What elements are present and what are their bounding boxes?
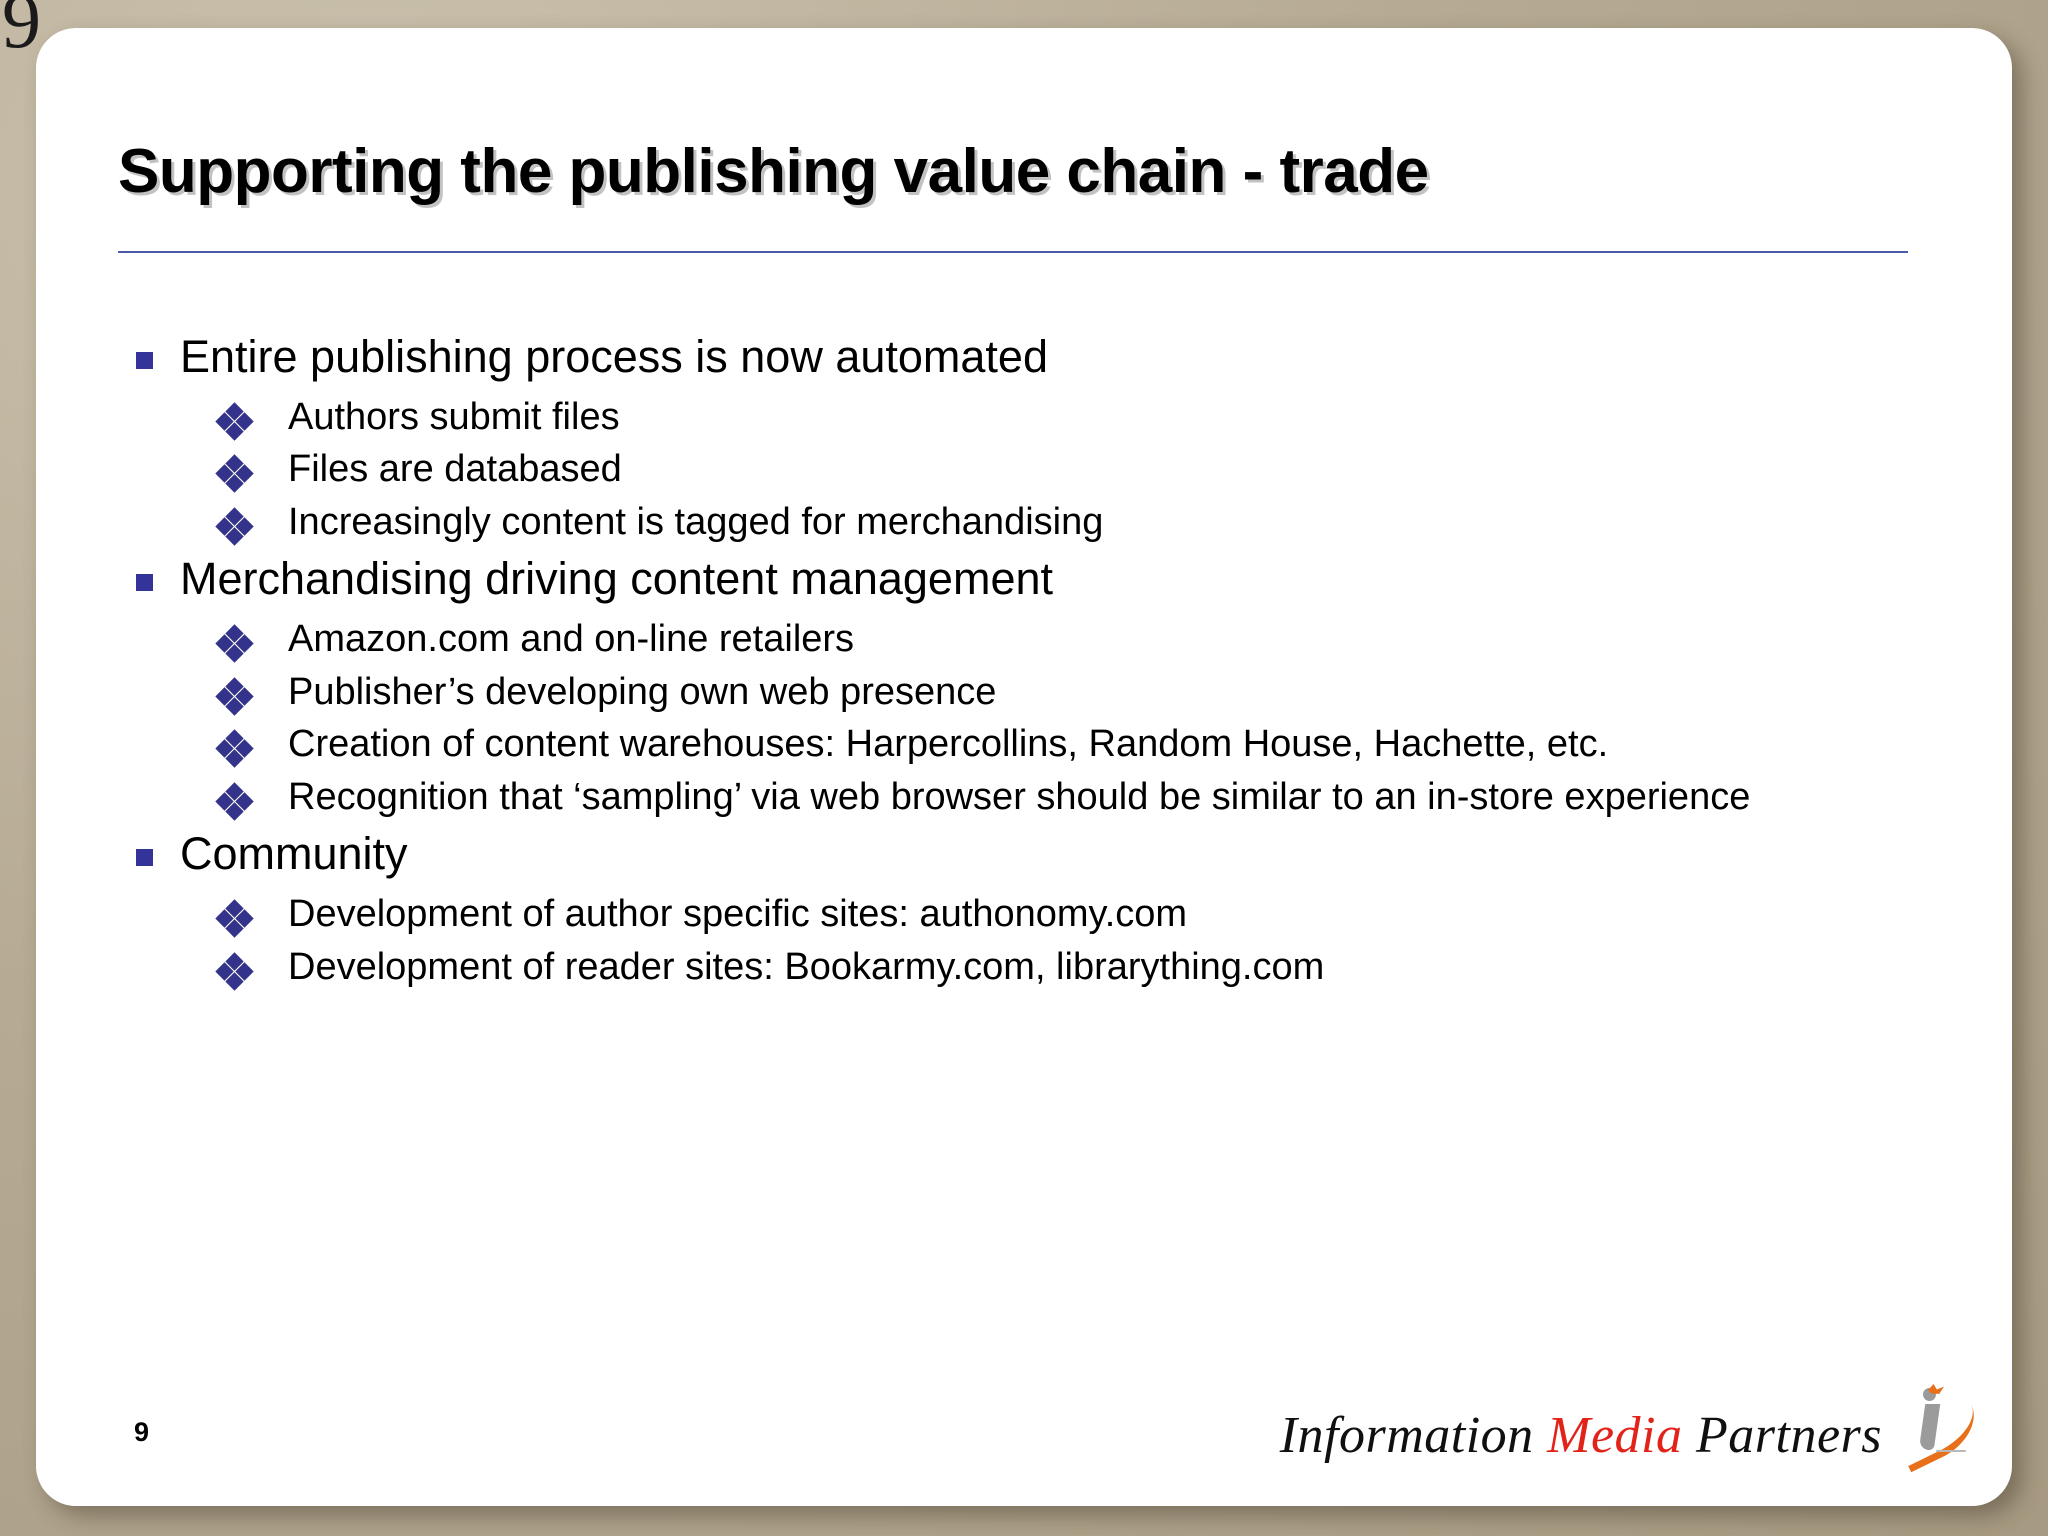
logo-word-information: Information [1279, 1407, 1534, 1464]
diamond-bullet-icon [118, 720, 288, 768]
bullet-item-level2: Authors submit files [118, 393, 1948, 444]
logo-word-media: Media [1547, 1407, 1683, 1464]
square-bullet-glyph [136, 574, 153, 592]
bullet-item-level2: Development of reader sites: Bookarmy.co… [118, 943, 1948, 994]
bullet-item-level2: Files are databased [118, 445, 1948, 496]
square-bullet-icon [118, 550, 180, 592]
bullet-text: Merchandising driving content management [180, 553, 1053, 605]
diamond-cluster-glyph [215, 624, 254, 663]
diamond-bullet-icon [118, 393, 288, 441]
logo-i-swoosh-icon [1885, 1382, 1987, 1473]
bullet-item-level1: Community [118, 825, 1948, 886]
slide-page-number: 9 [134, 1417, 150, 1447]
bleed-page-glyph: 9 [2, 0, 41, 64]
diamond-bullet-icon [118, 773, 288, 821]
bullet-text: Development of author specific sites: au… [288, 892, 1188, 935]
logo-space-2 [1683, 1407, 1697, 1464]
bullet-item-level2: Publisher’s developing own web presence [118, 668, 1948, 719]
square-bullet-icon [118, 328, 180, 369]
bullet-item-level1: Entire publishing process is now automat… [118, 328, 1948, 389]
bullet-text: Authors submit files [288, 395, 620, 438]
diamond-bullet-icon [118, 890, 288, 938]
bullet-text: Development of reader sites: Bookarmy.co… [288, 945, 1325, 988]
bullet-text: Amazon.com and on-line retailers [288, 617, 855, 660]
diamond-cluster-glyph [215, 507, 254, 546]
logo-swoosh-stroke [1885, 1382, 1987, 1473]
diamond-bullet-icon [118, 615, 288, 663]
bullet-text: Files are databased [288, 448, 622, 491]
logo-space-1 [1534, 1407, 1548, 1464]
diamond-cluster-glyph [215, 951, 254, 991]
slide-content-area: Supporting the publishing value chain - … [36, 28, 2012, 1506]
diamond-cluster-glyph [215, 729, 254, 768]
logo-spark-accent [1928, 1384, 1944, 1394]
slide-canvas: Supporting the publishing value chain - … [36, 28, 2012, 1506]
diamond-cluster-glyph [215, 401, 254, 441]
diamond-bullet-icon [118, 668, 288, 716]
diamond-cluster-glyph [215, 454, 254, 493]
bullet-list: Entire publishing process is now automat… [118, 328, 1948, 995]
bullet-item-level2: Amazon.com and on-line retailers [118, 615, 1948, 666]
bullet-text: Recognition that ‘sampling’ via web brow… [288, 775, 1751, 818]
bullet-item-level2: Increasingly content is tagged for merch… [118, 498, 1948, 549]
bullet-text: Entire publishing process is now automat… [180, 331, 1048, 382]
slide-title: Supporting the publishing value chain - … [118, 137, 1429, 206]
bullet-text: Increasingly content is tagged for merch… [288, 500, 1104, 543]
bullet-item-level2: Recognition that ‘sampling’ via web brow… [118, 773, 1948, 824]
diamond-bullet-icon [118, 445, 288, 493]
diamond-bullet-icon [118, 498, 288, 546]
square-bullet-glyph [136, 352, 153, 369]
diamond-cluster-glyph [215, 782, 254, 821]
bullet-item-level2: Development of author specific sites: au… [118, 890, 1948, 941]
bullet-text: Creation of content warehouses: Harperco… [288, 723, 1609, 766]
square-bullet-icon [118, 825, 180, 867]
logo-wordmark: Information Media Partners [1280, 1410, 1882, 1462]
bullet-text: Publisher’s developing own web presence [288, 670, 997, 713]
title-divider-rule [118, 251, 1908, 253]
bullet-text: Community [180, 828, 408, 880]
diamond-cluster-glyph [215, 899, 254, 938]
diamond-cluster-glyph [215, 676, 254, 716]
bullet-item-level2: Creation of content warehouses: Harperco… [118, 720, 1948, 771]
logo-tail-stroke [1936, 1450, 1966, 1452]
square-bullet-glyph [136, 849, 153, 867]
diamond-bullet-icon [118, 943, 288, 991]
company-logo: Information Media Partners [1280, 1382, 1987, 1473]
logo-word-partners: Partners [1696, 1407, 1882, 1464]
bullet-item-level1: Merchandising driving content management [118, 550, 1948, 611]
